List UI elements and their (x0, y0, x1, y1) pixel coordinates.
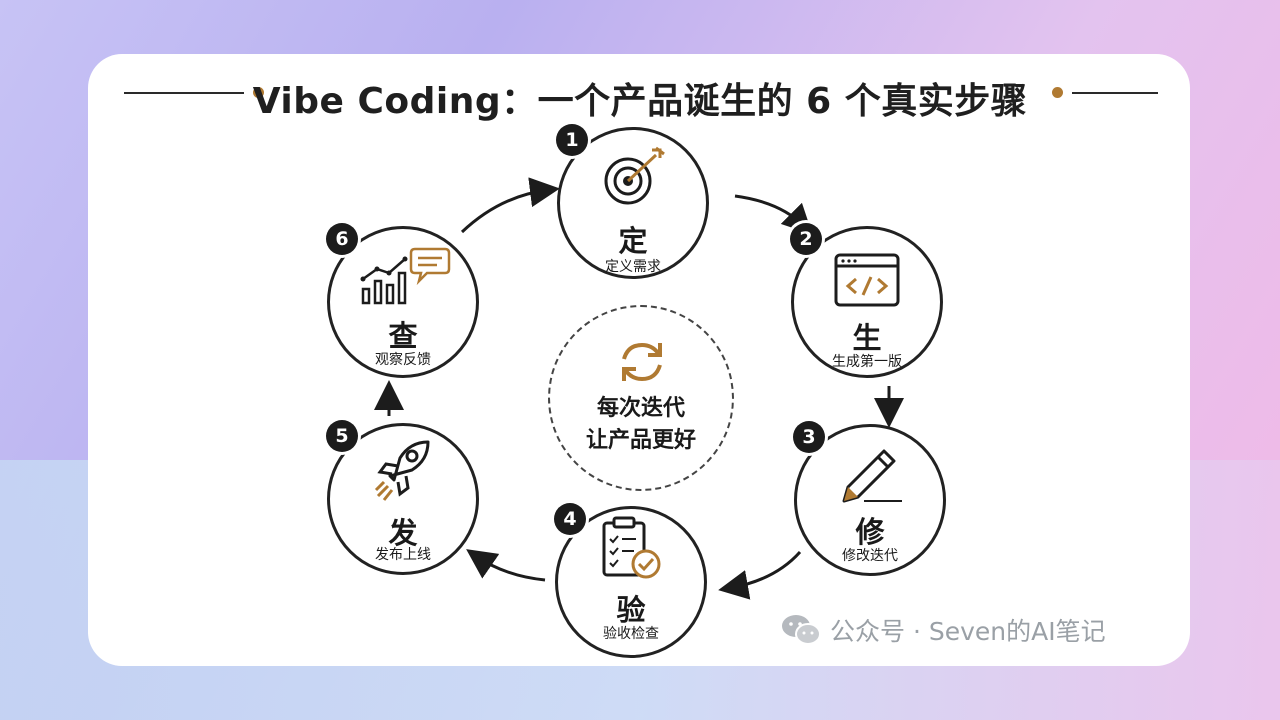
step-char: 修 (855, 515, 885, 549)
rocket-icon (374, 440, 430, 501)
title-bar: Vibe Coding：一个产品诞生的 6 个真实步骤 (0, 66, 1280, 122)
title-rule-left (124, 92, 244, 94)
step-char: 查 (388, 319, 418, 353)
step-number-badge: 1 (556, 124, 588, 156)
arrow-4-to-5 (466, 549, 546, 582)
step-5-release: 5 发 发布上线 (326, 420, 479, 575)
step-char: 验 (616, 593, 646, 627)
diagram-title: Vibe Coding：一个产品诞生的 6 个真实步骤 (252, 81, 1028, 122)
step-number-badge: 3 (793, 421, 825, 453)
refresh-cycle-icon (622, 342, 662, 382)
clipboard-check-icon (602, 516, 661, 579)
step-1-define: 1 定 定义需求 (556, 124, 709, 279)
target-icon (604, 146, 665, 205)
step-char: 定 (618, 224, 648, 258)
step-2-generate: 2 生 生成第一版 (790, 223, 943, 378)
title-rule-right (1072, 92, 1158, 94)
pencil-icon (842, 449, 902, 503)
watermark-text: 公众号 · Seven的AI笔记 (830, 617, 1106, 646)
step-number-badge: 4 (554, 503, 586, 535)
arrow-1-to-2 (734, 194, 813, 235)
center-text-line2: 让产品更好 (585, 428, 696, 453)
step-desc: 生成第一版 (832, 354, 902, 370)
chart-feedback-icon (360, 247, 451, 305)
step-number-badge: 2 (790, 223, 822, 255)
step-3-revise: 3 修 修改迭代 (793, 421, 946, 576)
arrow-3-to-4 (718, 551, 802, 600)
center-text-line1: 每次迭代 (596, 396, 685, 421)
step-6-observe: 6 查 观察反馈 (326, 223, 479, 378)
step-desc: 修改迭代 (842, 548, 898, 564)
step-desc: 验收检查 (603, 626, 659, 642)
step-desc: 发布上线 (375, 547, 431, 563)
watermark: 公众号 · Seven的AI笔记 (780, 611, 1106, 649)
step-desc: 观察反馈 (375, 352, 431, 368)
arrow-6-to-1 (460, 177, 560, 234)
step-desc: 定义需求 (605, 259, 661, 275)
step-char: 生 (852, 321, 882, 355)
iteration-center: 每次迭代 让产品更好 (548, 305, 734, 491)
step-number-badge: 6 (326, 223, 358, 255)
step-4-verify: 4 验 验收检查 (554, 503, 707, 658)
step-number-badge: 5 (326, 420, 358, 452)
code-window-icon (834, 253, 900, 307)
step-char: 发 (388, 516, 418, 550)
title-dot-right (1052, 87, 1063, 98)
wechat-icon (782, 615, 821, 645)
title-dot-left (253, 87, 264, 98)
